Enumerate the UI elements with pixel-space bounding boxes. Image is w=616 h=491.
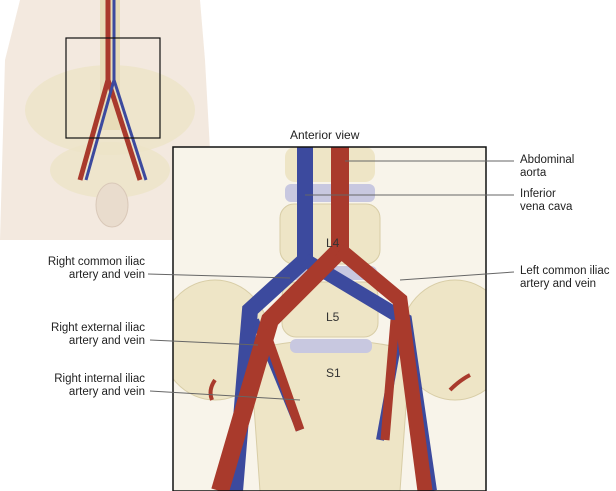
- label-left-common-iliac: Left common iliac artery and vein: [520, 265, 609, 291]
- main-panel: [172, 146, 487, 491]
- label-line: Right common iliac: [47, 256, 145, 268]
- vertebra-l4-label: L4: [326, 236, 340, 250]
- label-right-internal-iliac: Right internal iliac artery and vein: [54, 373, 145, 399]
- label-line: artery and vein: [68, 335, 145, 347]
- vertebra-l5-label: L5: [326, 310, 340, 324]
- label-line: vena cava: [520, 201, 573, 213]
- vertebra-s1-label: S1: [326, 366, 341, 380]
- label-right-external-iliac: Right external iliac artery and vein: [51, 322, 145, 348]
- label-line: aorta: [520, 167, 547, 179]
- leader-lines: [147, 160, 515, 401]
- label-abdominal-aorta: Abdominal aorta: [520, 154, 574, 180]
- overview-body-thumbnail: [0, 0, 215, 240]
- zoom-region-box: [65, 37, 161, 139]
- label-line: artery and vein: [68, 386, 145, 398]
- label-inferior-vena-cava: Inferior vena cava: [520, 188, 572, 214]
- label-line: Abdominal: [520, 154, 575, 166]
- view-title: Anterior view: [290, 128, 360, 142]
- label-right-common-iliac: Right common iliac artery and vein: [48, 256, 145, 282]
- label-line: artery and vein: [520, 278, 597, 290]
- label-line: artery and vein: [68, 269, 145, 281]
- label-line: Right internal iliac: [54, 373, 145, 385]
- label-line: Inferior: [520, 188, 556, 200]
- label-line: Left common iliac: [520, 265, 610, 277]
- label-line: Right external iliac: [51, 322, 145, 334]
